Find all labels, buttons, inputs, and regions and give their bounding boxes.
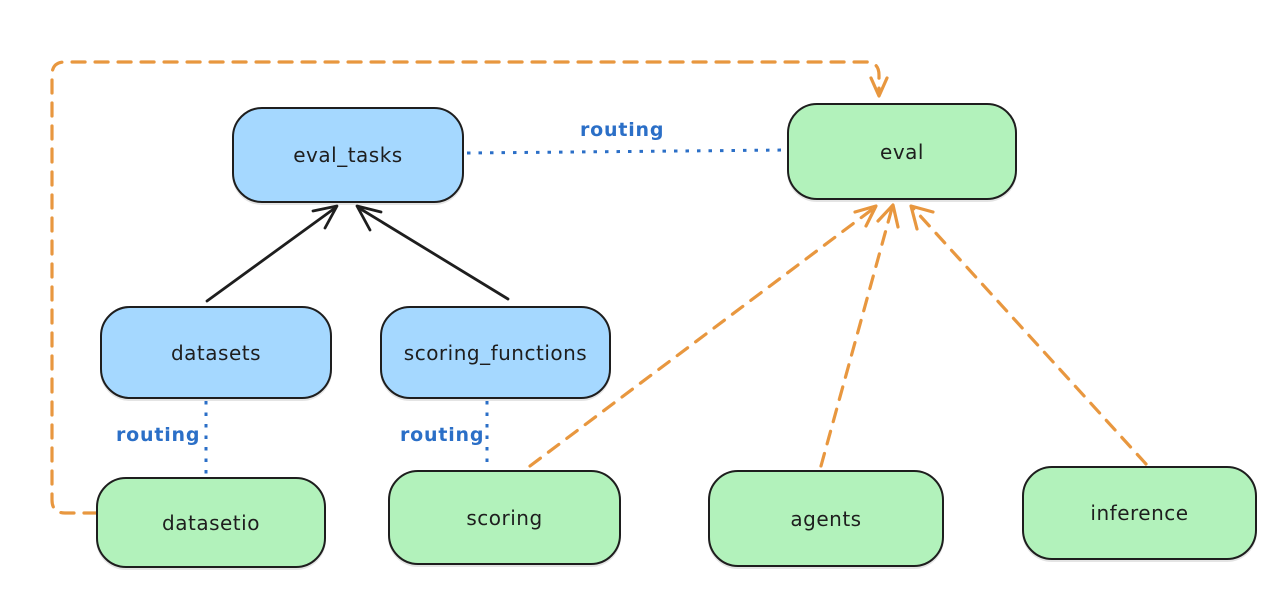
node-scoring_functions: scoring_functions bbox=[380, 306, 611, 399]
routing-label-left: routing bbox=[116, 424, 201, 446]
node-datasets: datasets bbox=[100, 306, 332, 399]
edge-scoring_functions-eval_tasks bbox=[357, 206, 510, 301]
node-datasetio-label: datasetio bbox=[162, 510, 260, 535]
node-scoring: scoring bbox=[388, 470, 621, 565]
node-inference-label: inference bbox=[1090, 501, 1189, 525]
edge-inference-eval bbox=[911, 206, 1148, 466]
edge-datasetio-eval bbox=[50, 60, 881, 515]
node-eval: eval bbox=[787, 103, 1017, 200]
edge-scoring-eval bbox=[528, 206, 876, 468]
arrowhead-inference-eval bbox=[909, 204, 935, 231]
routing-label-middle: routing bbox=[400, 424, 485, 446]
node-agents-label: agents bbox=[790, 506, 862, 531]
arrowhead-scoring-eval bbox=[853, 204, 878, 228]
node-scoring_functions-label: scoring_functions bbox=[403, 340, 588, 365]
arrowhead-datasets-eval_tasks bbox=[311, 204, 339, 230]
arrowhead-datasetio-eval bbox=[869, 76, 889, 98]
edge-eval_tasks-eval-routing bbox=[466, 148, 787, 155]
node-agents: agents bbox=[708, 470, 944, 567]
arrowhead-scoring_functions-eval_tasks bbox=[355, 204, 383, 232]
node-eval-label: eval bbox=[880, 139, 924, 164]
routing-label-top: routing bbox=[580, 119, 665, 141]
arrowhead-agents-eval bbox=[876, 203, 900, 229]
node-datasets-label: datasets bbox=[170, 340, 262, 365]
node-inference: inference bbox=[1022, 466, 1257, 560]
node-eval_tasks: eval_tasks bbox=[232, 107, 464, 203]
edge-datasets-eval_tasks bbox=[205, 206, 337, 303]
node-datasetio: datasetio bbox=[96, 477, 326, 568]
edge-agents-eval bbox=[819, 206, 894, 468]
node-scoring-label: scoring bbox=[466, 505, 543, 530]
node-eval_tasks-label: eval_tasks bbox=[293, 143, 403, 167]
